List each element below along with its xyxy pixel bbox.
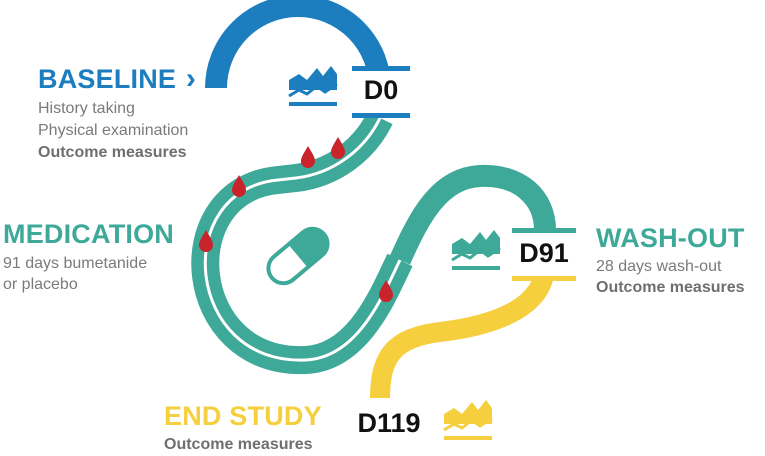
day-label-d119: D119 (357, 408, 421, 438)
end-study-item-outcome: Outcome measures (164, 436, 313, 453)
washout-chart-icon (451, 230, 501, 270)
blood-drop-icon-2 (331, 137, 345, 159)
end-study-chart-icon (443, 400, 493, 440)
baseline-arc (205, 0, 391, 118)
washout-item-days: 28 days wash-out (596, 258, 722, 275)
baseline-item-outcome: Outcome measures (38, 144, 187, 161)
day-label-d0: D0 (363, 75, 399, 105)
day-label-d91: D91 (519, 238, 569, 268)
medication-title: MEDICATION (3, 219, 174, 249)
baseline-item-physical: Physical examination (38, 122, 189, 139)
end-study-arc (370, 264, 555, 412)
baseline-chart-icon (288, 66, 338, 106)
day-box-d91 (512, 228, 576, 281)
washout-title: WASH-OUT (596, 223, 745, 253)
blood-drop-icon-5 (379, 280, 393, 302)
day-box-d0 (352, 66, 410, 118)
washout-arc (389, 164, 556, 265)
blood-drop-icon-1 (301, 146, 315, 168)
medication-item-placebo: or placebo (3, 276, 78, 293)
end-study-title: END STUDY (164, 401, 322, 431)
medication-track (191, 111, 413, 375)
baseline-heading: BASELINE › (38, 62, 196, 96)
day-box-d119 (348, 398, 430, 448)
blood-drop-icon-3 (232, 175, 246, 197)
baseline-item-history: History taking (38, 100, 135, 117)
washout-item-outcome: Outcome measures (596, 279, 745, 296)
pill-capsule-icon (266, 226, 330, 286)
baseline-title: BASELINE (38, 64, 177, 94)
chevron-right-icon: › (185, 62, 197, 95)
blood-drop-icon-4 (199, 230, 213, 252)
medication-item-days: 91 days bumetanide (3, 255, 148, 272)
